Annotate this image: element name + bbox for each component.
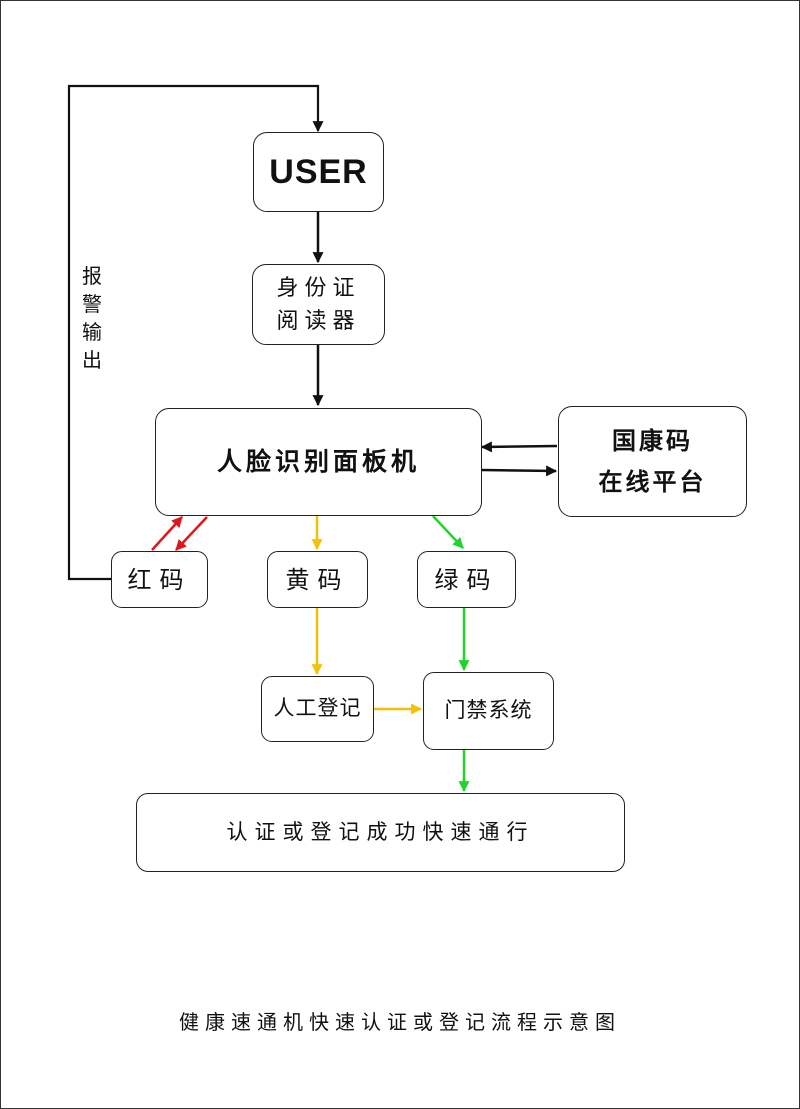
health-platform-label-line2: 在线平台 xyxy=(598,467,707,496)
arrow-red-to-face xyxy=(151,516,183,551)
red-code-node: 红码 xyxy=(111,551,208,608)
green-code-node: 绿码 xyxy=(417,551,516,608)
id-reader-node: 身份证 阅读器 xyxy=(252,264,385,345)
manual-registration-node: 人工登记 xyxy=(261,676,374,742)
face-terminal-label: 人脸识别面板机 xyxy=(216,447,420,477)
health-platform-label-line1: 国康码 xyxy=(612,426,693,455)
result-label: 认证或登记成功快速通行 xyxy=(226,819,535,844)
arrow-face-to-platform xyxy=(481,465,558,477)
arrow-face-to-red xyxy=(175,516,208,551)
result-node: 认证或登记成功快速通行 xyxy=(136,793,625,872)
access-control-node: 门禁系统 xyxy=(423,672,554,750)
red-code-label: 红码 xyxy=(127,565,192,594)
alarm-label-char: 出 xyxy=(82,348,102,372)
arrow-face-to-green xyxy=(432,515,464,549)
arrow-platform-to-face xyxy=(480,441,558,453)
alarm-label-char: 输 xyxy=(82,320,102,344)
health-platform-node: 国康码 在线平台 xyxy=(558,406,747,517)
alarm-label-char: 警 xyxy=(82,292,102,316)
user-label: USER xyxy=(269,152,368,191)
diagram-caption: 健康速通机快速认证或登记流程示意图 xyxy=(179,1010,621,1034)
id-reader-label-line1: 身份证 xyxy=(276,275,361,301)
manual-registration-label: 人工登记 xyxy=(273,696,362,721)
alarm-output-label: 报 警 输 出 xyxy=(80,262,104,374)
id-reader-label-line2: 阅读器 xyxy=(276,308,361,334)
yellow-code-node: 黄码 xyxy=(267,551,368,608)
alarm-label-char: 报 xyxy=(82,264,102,288)
green-code-label: 绿码 xyxy=(434,565,499,594)
user-node: USER xyxy=(253,132,384,212)
access-control-label: 门禁系统 xyxy=(444,698,533,723)
face-terminal-node: 人脸识别面板机 xyxy=(155,408,482,516)
yellow-code-label: 黄码 xyxy=(285,565,350,594)
alarm-loop-arrow xyxy=(67,84,324,581)
